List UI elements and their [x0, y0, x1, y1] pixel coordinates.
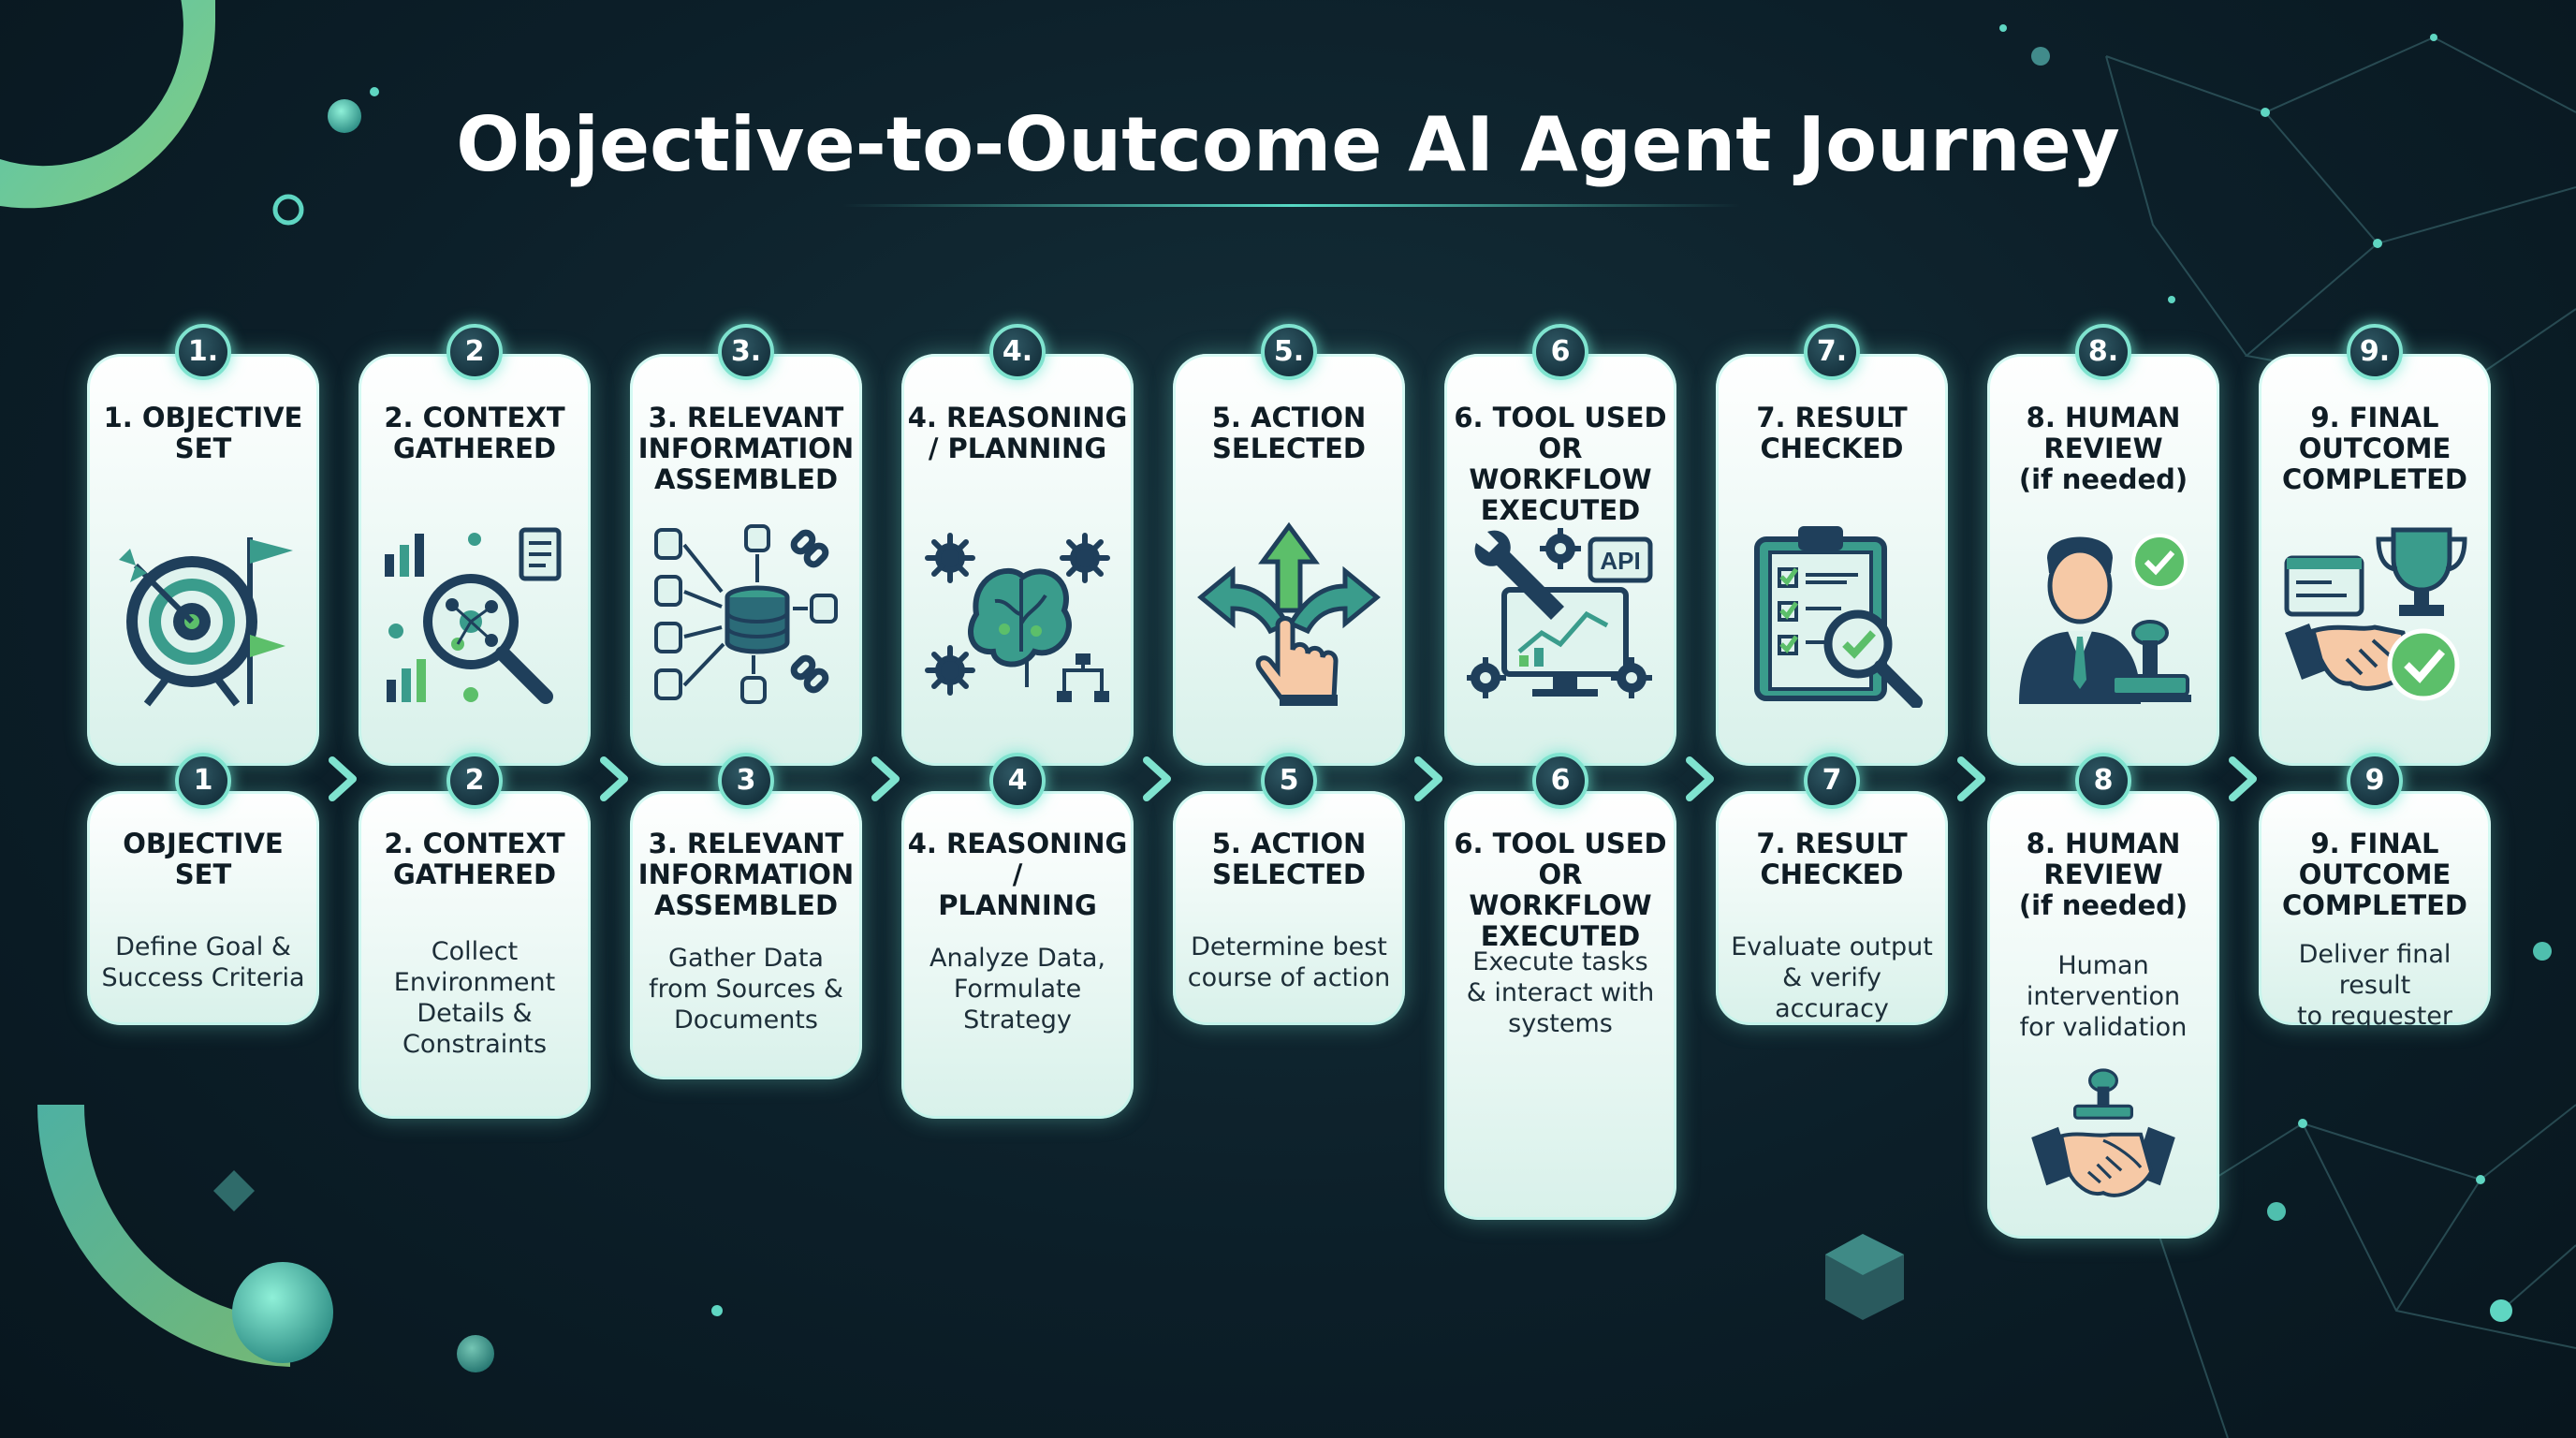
- step-2-bottom-badge: 2: [446, 753, 503, 809]
- split-arrows-hand-icon: [1197, 521, 1381, 706]
- clipboard-check-icon: [1754, 526, 1923, 708]
- step-4-bottom-badge: 4: [989, 753, 1046, 809]
- connector-arrow-3-4: [871, 756, 900, 801]
- step-9-bottom-title: 9. FINAL OUTCOME COMPLETED: [2281, 828, 2467, 921]
- step-9-description: Deliver final result to requester: [2296, 940, 2453, 1031]
- step-5-bottom-badge: 5: [1261, 753, 1317, 809]
- step-8-top-card: 8. HUMAN REVIEW (if needed): [1987, 354, 2219, 766]
- step-5-bottom-card: 5. ACTION SELECTED Determine best course…: [1173, 791, 1405, 1025]
- step-3-bottom-title: 3. RELEVANT INFORMATION ASSEMBLED: [637, 828, 855, 921]
- step-3-bottom-card: 3. RELEVANT INFORMATION ASSEMBLED Gather…: [630, 791, 862, 1079]
- step-3-bottom-badge: 3: [718, 753, 774, 809]
- step-2-bottom-card: 2. CONTEXT GATHERED Collect Environment …: [359, 791, 591, 1119]
- step-7-bottom-badge: 7: [1804, 753, 1860, 809]
- step-3-top-badge: 3.: [718, 324, 774, 380]
- step-1-bottom-card: OBJECTIVE SET Define Goal & Success Crit…: [87, 791, 319, 1025]
- step-1-description: Define Goal & Success Criteria: [101, 932, 305, 992]
- page-title: Objective-to-Outcome AI Agent Journey: [456, 101, 2120, 188]
- step-6-bottom-card: 6. TOOL USED OR WORKFLOW EXECUTED Execut…: [1444, 791, 1676, 1220]
- step-7-top-badge: 7.: [1804, 324, 1860, 380]
- step-6-description: Execute tasks & interact with systems: [1466, 947, 1655, 1038]
- step-1-bottom-badge: 1: [175, 753, 231, 809]
- step-6-bottom-badge: 6: [1532, 753, 1588, 809]
- step-4-bottom-title: 4. REASONING / PLANNING: [907, 828, 1128, 921]
- step-4-description: Analyze Data, Formulate Strategy: [929, 944, 1106, 1034]
- step-8-description: Human intervention for validation: [2019, 951, 2188, 1042]
- api-label: API: [1600, 547, 1640, 575]
- connector-arrow-7-8: [1957, 756, 1985, 801]
- connector-arrow-8-9: [2229, 756, 2257, 801]
- step-4-top-card: 4. REASONING / PLANNING: [901, 354, 1134, 766]
- step-3-description: Gather Data from Sources & Documents: [649, 944, 843, 1034]
- step-8-bottom-badge: 8: [2075, 753, 2131, 809]
- step-7-bottom-title: 7. RESULT CHECKED: [1756, 828, 1908, 890]
- step-7-description: Evaluate output & verify accuracy: [1731, 932, 1933, 1023]
- title-underline: [842, 204, 1741, 207]
- step-8-bottom-title: 8. HUMAN REVIEW (if needed): [2018, 828, 2188, 921]
- step-4-bottom-card: 4. REASONING / PLANNING Analyze Data, Fo…: [901, 791, 1134, 1119]
- magnifier-data-icon: [385, 527, 562, 704]
- step-2-top-card: 2. CONTEXT GATHERED: [359, 354, 591, 766]
- database-links-icon: [654, 524, 838, 704]
- connector-arrow-4-5: [1143, 756, 1171, 801]
- step-9-bottom-badge: 9: [2347, 753, 2403, 809]
- step-5-top-title: 5. ACTION SELECTED: [1211, 402, 1367, 464]
- step-7-top-title: 7. RESULT CHECKED: [1756, 402, 1908, 464]
- step-3-top-title: 3. RELEVANT INFORMATION ASSEMBLED: [637, 402, 855, 495]
- connector-arrow-1-2: [329, 756, 357, 801]
- handshake-stamp-icon: [2031, 1068, 2175, 1197]
- connector-arrow-6-7: [1686, 756, 1714, 801]
- step-5-top-badge: 5.: [1261, 324, 1317, 380]
- step-6-top-title: 6. TOOL USED OR WORKFLOW EXECUTED: [1454, 402, 1667, 526]
- step-4-top-title: 4. REASONING / PLANNING: [907, 402, 1128, 464]
- step-9-top-card: 9. FINAL OUTCOME COMPLETED: [2259, 354, 2491, 766]
- step-8-top-badge: 8.: [2075, 324, 2131, 380]
- step-2-top-badge: 2: [446, 324, 503, 380]
- reviewer-stamp-icon: [2019, 534, 2191, 704]
- api-tools-monitor-icon: API: [1467, 528, 1653, 698]
- step-2-description: Collect Environment Details & Constraint…: [393, 937, 556, 1059]
- step-9-top-badge: 9.: [2347, 324, 2403, 380]
- connector-arrow-2-3: [600, 756, 628, 801]
- step-6-top-card: 6. TOOL USED OR WORKFLOW EXECUTED API: [1444, 354, 1676, 766]
- step-1-top-badge: 1.: [175, 324, 231, 380]
- connector-arrow-5-6: [1414, 756, 1442, 801]
- trophy-handshake-icon: [2284, 527, 2467, 701]
- step-6-top-badge: 6: [1532, 324, 1588, 380]
- step-8-top-title: 8. HUMAN REVIEW (if needed): [2018, 402, 2188, 495]
- step-5-top-card: 5. ACTION SELECTED: [1173, 354, 1405, 766]
- step-7-top-card: 7. RESULT CHECKED: [1716, 354, 1948, 766]
- step-9-bottom-card: 9. FINAL OUTCOME COMPLETED Deliver final…: [2259, 791, 2491, 1031]
- step-1-top-title: 1. OBJECTIVE SET: [103, 402, 303, 464]
- target-flag-icon: [119, 537, 293, 707]
- step-9-top-title: 9. FINAL OUTCOME COMPLETED: [2281, 402, 2467, 495]
- step-5-bottom-title: 5. ACTION SELECTED: [1211, 828, 1367, 890]
- step-6-bottom-title: 6. TOOL USED OR WORKFLOW EXECUTED: [1454, 828, 1667, 952]
- brain-gears-icon: [925, 533, 1110, 702]
- step-1-bottom-title: OBJECTIVE SET: [123, 828, 284, 890]
- step-8-bottom-card: 8. HUMAN REVIEW (if needed) Human interv…: [1987, 791, 2219, 1239]
- step-2-bottom-title: 2. CONTEXT GATHERED: [384, 828, 565, 890]
- step-1-top-card: 1. OBJECTIVE SET: [87, 354, 319, 766]
- step-5-description: Determine best course of action: [1187, 932, 1391, 992]
- step-2-top-title: 2. CONTEXT GATHERED: [384, 402, 565, 464]
- step-4-top-badge: 4.: [989, 324, 1046, 380]
- step-3-top-card: 3. RELEVANT INFORMATION ASSEMBLED: [630, 354, 862, 766]
- step-7-bottom-card: 7. RESULT CHECKED Evaluate output & veri…: [1716, 791, 1948, 1025]
